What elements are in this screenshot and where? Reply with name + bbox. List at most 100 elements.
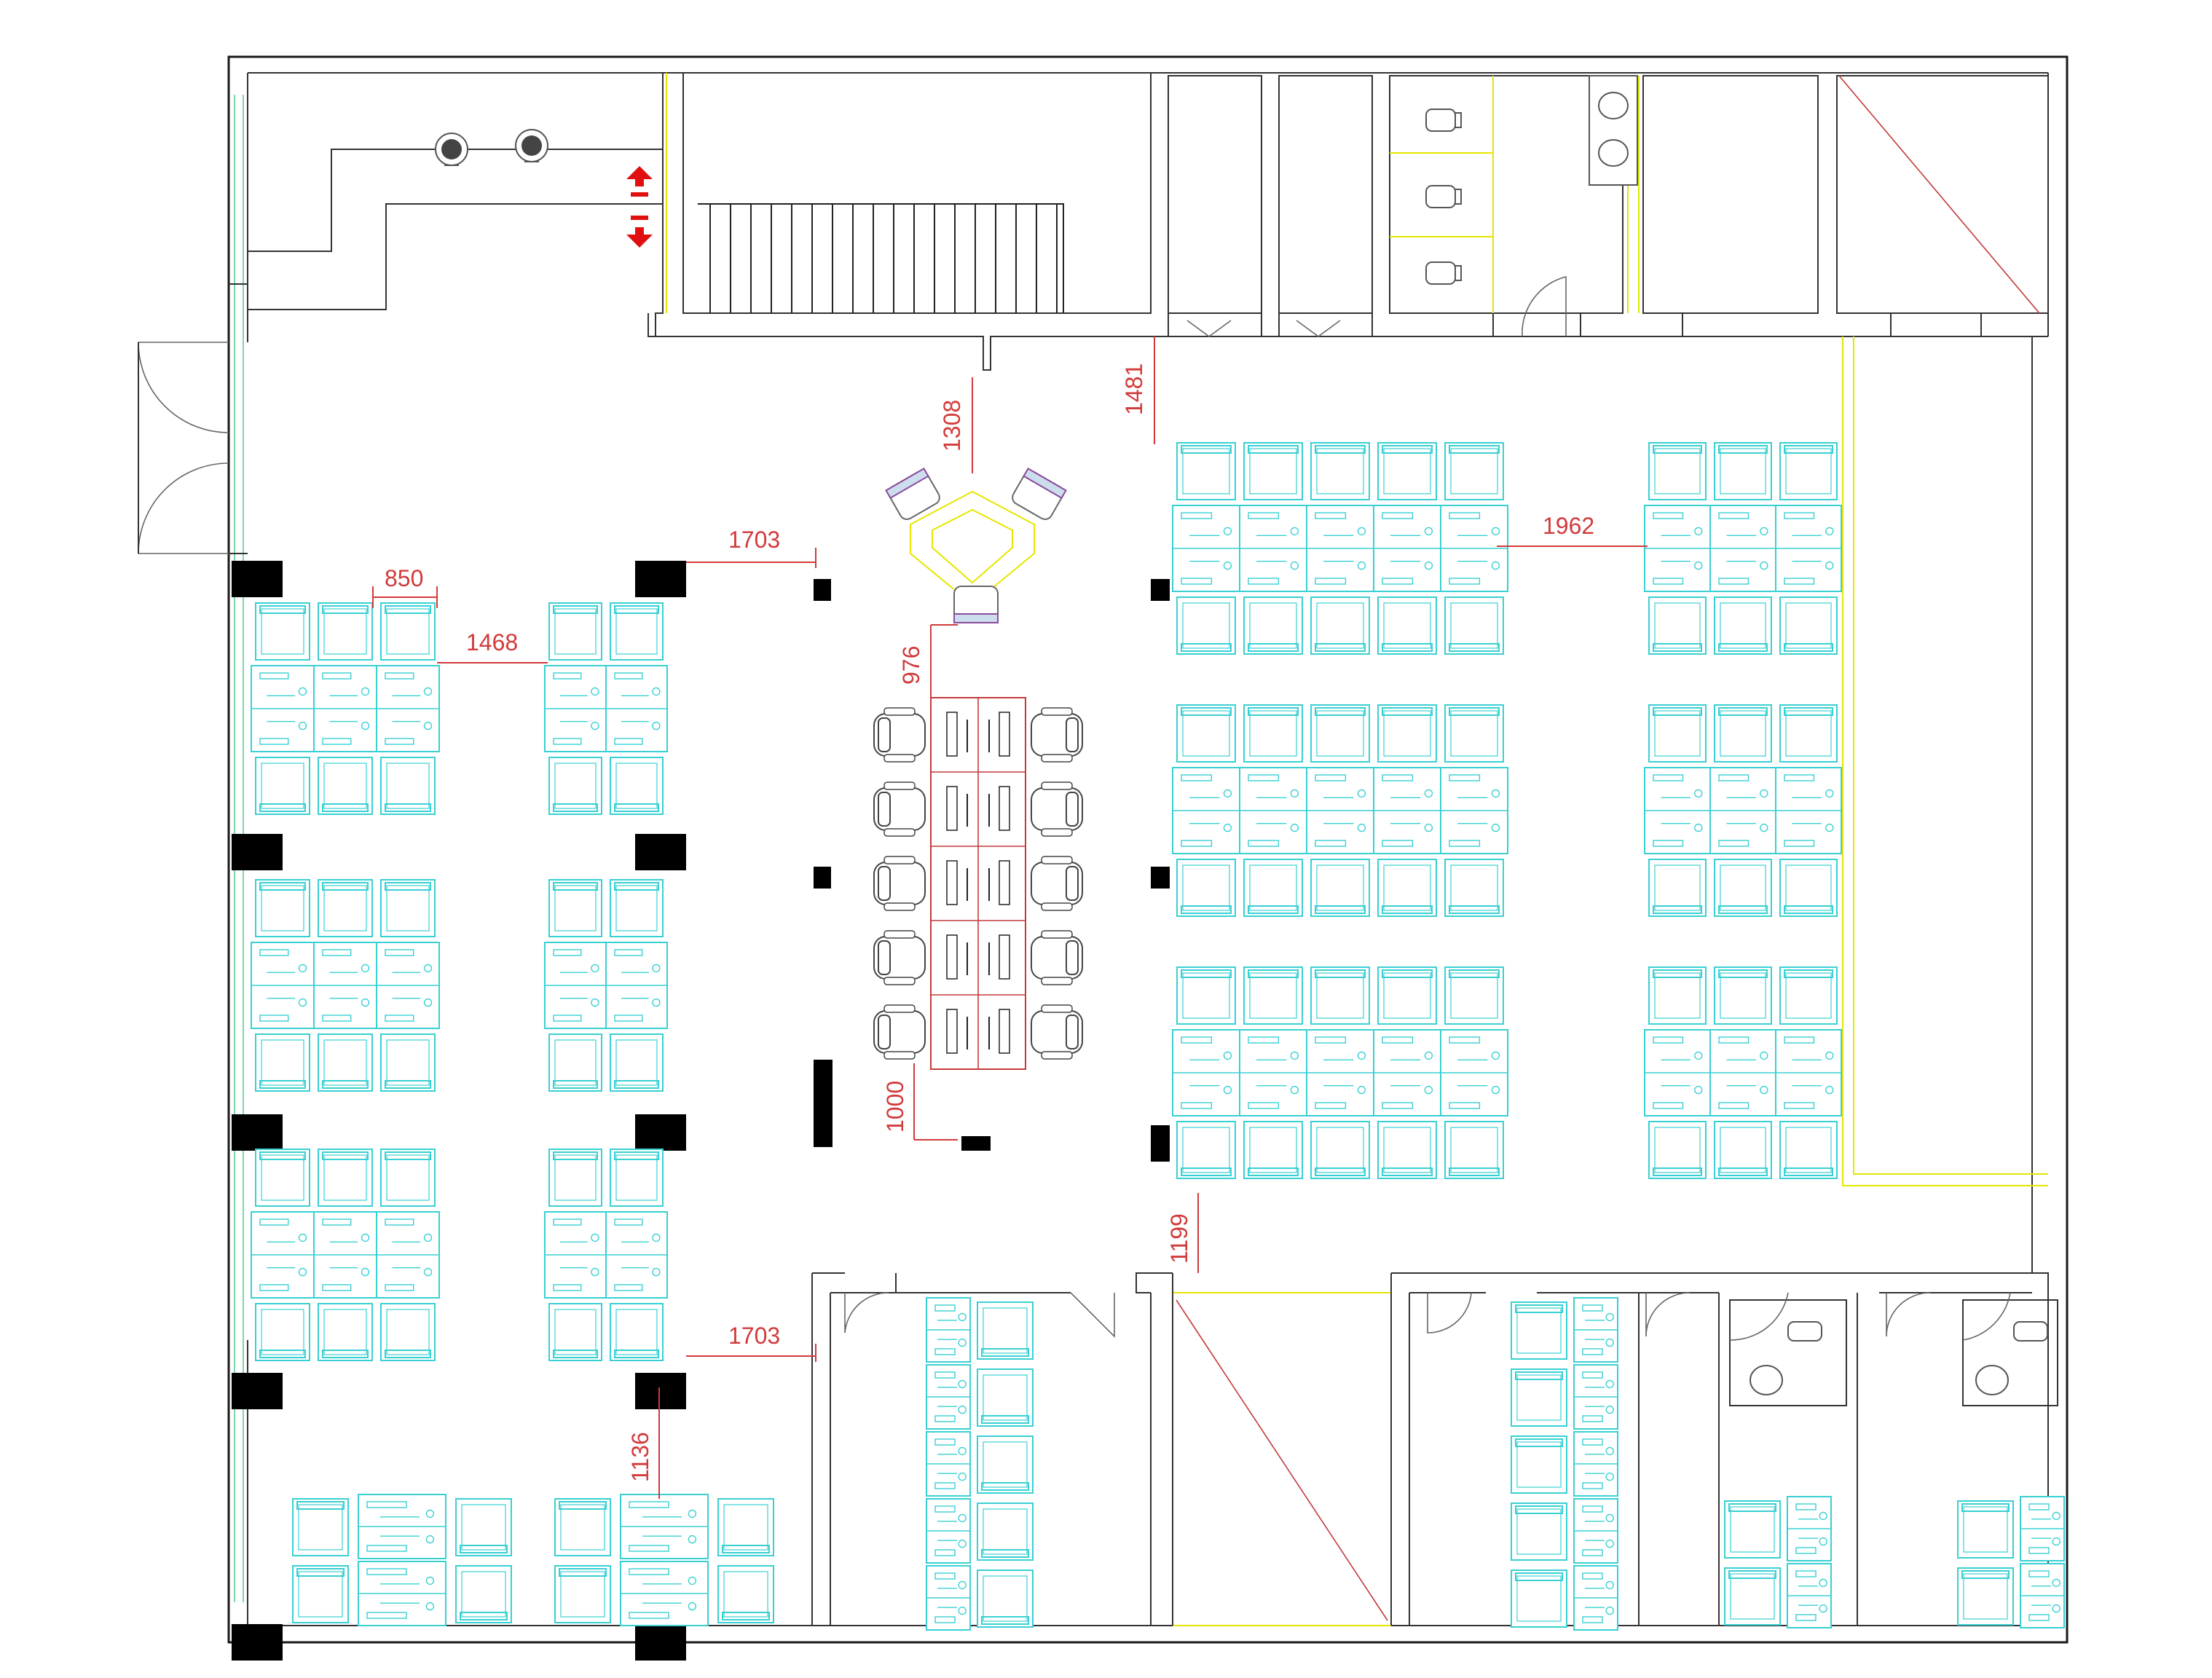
workstation-desk-icon	[926, 1565, 971, 1631]
office-chair-icon	[1243, 966, 1303, 1025]
workstation-desk-icon	[620, 1561, 709, 1626]
office-chair-icon	[1714, 596, 1772, 655]
office-chair-icon	[1310, 966, 1370, 1025]
office-chair-icon	[610, 602, 664, 661]
office-chair-icon	[1511, 1301, 1567, 1360]
workstation-cluster	[544, 602, 668, 815]
workstation-desk-icon	[313, 942, 377, 1029]
column	[635, 1114, 686, 1151]
office-chair-icon	[1648, 859, 1707, 917]
workstation-cluster	[554, 1494, 774, 1626]
workstation-desk-icon	[1709, 767, 1776, 854]
column	[635, 1373, 686, 1409]
office-chair-icon	[977, 1502, 1034, 1561]
sink-icon	[1598, 92, 1629, 119]
office-chair-icon	[873, 1004, 926, 1060]
office-chair-icon	[1031, 1004, 1083, 1060]
office-chair-icon	[1243, 859, 1303, 917]
workstation-cluster	[292, 1494, 512, 1626]
dim-1308-label: 1308	[939, 400, 965, 452]
workstation-desk-icon	[1306, 767, 1374, 854]
workstation-desk-icon	[358, 1494, 446, 1559]
office-chair-icon	[873, 707, 926, 763]
workstation-desk-icon	[1306, 1029, 1374, 1116]
dim-1199: 1199	[1166, 1193, 1199, 1273]
reception-chair	[435, 133, 468, 166]
bottom-rooms	[811, 1272, 2058, 1626]
lounge-chair-icon	[885, 467, 940, 520]
office-chair-icon	[548, 1303, 602, 1361]
office-chair-icon	[318, 1303, 373, 1361]
workstation-desk-icon	[1440, 505, 1508, 592]
office-chair-icon	[1444, 1121, 1504, 1179]
office-chair-icon	[548, 1033, 602, 1092]
workstation-desk-icon	[1306, 505, 1374, 592]
workstation-desk-icon	[313, 1211, 377, 1299]
office-chair-icon	[873, 930, 926, 985]
office-chair-icon	[1310, 704, 1370, 763]
office-chair-icon	[977, 1368, 1034, 1427]
sink-icon	[1975, 1365, 2009, 1395]
office-chair-icon	[1176, 1121, 1236, 1179]
workstation-desk-icon	[1787, 1563, 1832, 1628]
top-rooms	[1150, 73, 2049, 337]
workstation-desk-icon	[1787, 1496, 1832, 1561]
office-chair-icon	[610, 1033, 664, 1092]
dim-976: 976	[898, 624, 958, 698]
office-chair-icon	[1714, 966, 1772, 1025]
workstation-desk-icon	[313, 665, 377, 752]
office-chair-icon	[1310, 1121, 1370, 1179]
toilet-icon	[1787, 1321, 1822, 1342]
workstation-desk-icon	[251, 1211, 315, 1299]
dimension-annotations: 1308 1481 1703 850 1468 1962 976	[372, 336, 1648, 1499]
office-chair-icon	[554, 1565, 611, 1623]
office-chair-icon	[1648, 966, 1707, 1025]
workstation-desk-icon	[1440, 767, 1508, 854]
office-chair-icon	[1724, 1567, 1781, 1626]
office-chair-icon	[1243, 704, 1303, 763]
office-chair-icon	[1779, 704, 1838, 763]
workstation-desk-icon	[1573, 1431, 1618, 1497]
office-chair-icon	[380, 757, 436, 815]
reception-counter	[248, 73, 683, 337]
sink-icon	[1749, 1365, 1783, 1395]
column	[232, 1373, 283, 1409]
dim-1468-label: 1468	[466, 629, 518, 655]
office-chair-icon	[610, 757, 664, 815]
workstation-cluster	[1644, 442, 1842, 655]
workstation-desk-icon	[620, 1494, 709, 1559]
workstation-desk-icon	[926, 1431, 971, 1497]
workstation-desk-icon	[605, 1211, 668, 1299]
office-chair-icon	[610, 1303, 664, 1361]
office-chair-icon	[1243, 596, 1303, 655]
structural-columns	[232, 561, 1170, 1661]
lounge-area	[885, 467, 1067, 623]
office-chair-icon	[1511, 1502, 1567, 1561]
office-chair-icon	[977, 1301, 1034, 1360]
workstation-desk-icon	[1573, 1565, 1618, 1631]
office-chair-icon	[1176, 859, 1236, 917]
workstation-desk-icon	[1172, 1029, 1240, 1116]
office-chair-icon	[255, 879, 310, 937]
office-chair-icon	[380, 879, 436, 937]
office-chair-icon	[1176, 966, 1236, 1025]
office-chair-icon	[1310, 859, 1370, 917]
workstation-cluster	[251, 1149, 440, 1361]
office-chair-icon	[873, 856, 926, 911]
office-chair-icon	[1648, 596, 1707, 655]
workstation-desk-icon	[1644, 767, 1711, 854]
office-chair-icon	[255, 1149, 310, 1207]
office-chair-icon	[292, 1498, 349, 1556]
office-chair-icon	[717, 1565, 774, 1623]
dim-1703-bottom-label: 1703	[728, 1323, 780, 1349]
office-chair-icon	[255, 1033, 310, 1092]
workstation-desk-icon	[376, 665, 440, 752]
office-chair-icon	[318, 1033, 373, 1092]
column	[232, 561, 283, 597]
office-chair-icon	[1957, 1500, 2014, 1559]
workstation-desk-icon	[1573, 1498, 1618, 1564]
toilet-icon	[1425, 185, 1462, 208]
office-chair-icon	[255, 602, 310, 661]
entrance-doors	[138, 283, 248, 554]
sink-icon	[1598, 139, 1629, 167]
